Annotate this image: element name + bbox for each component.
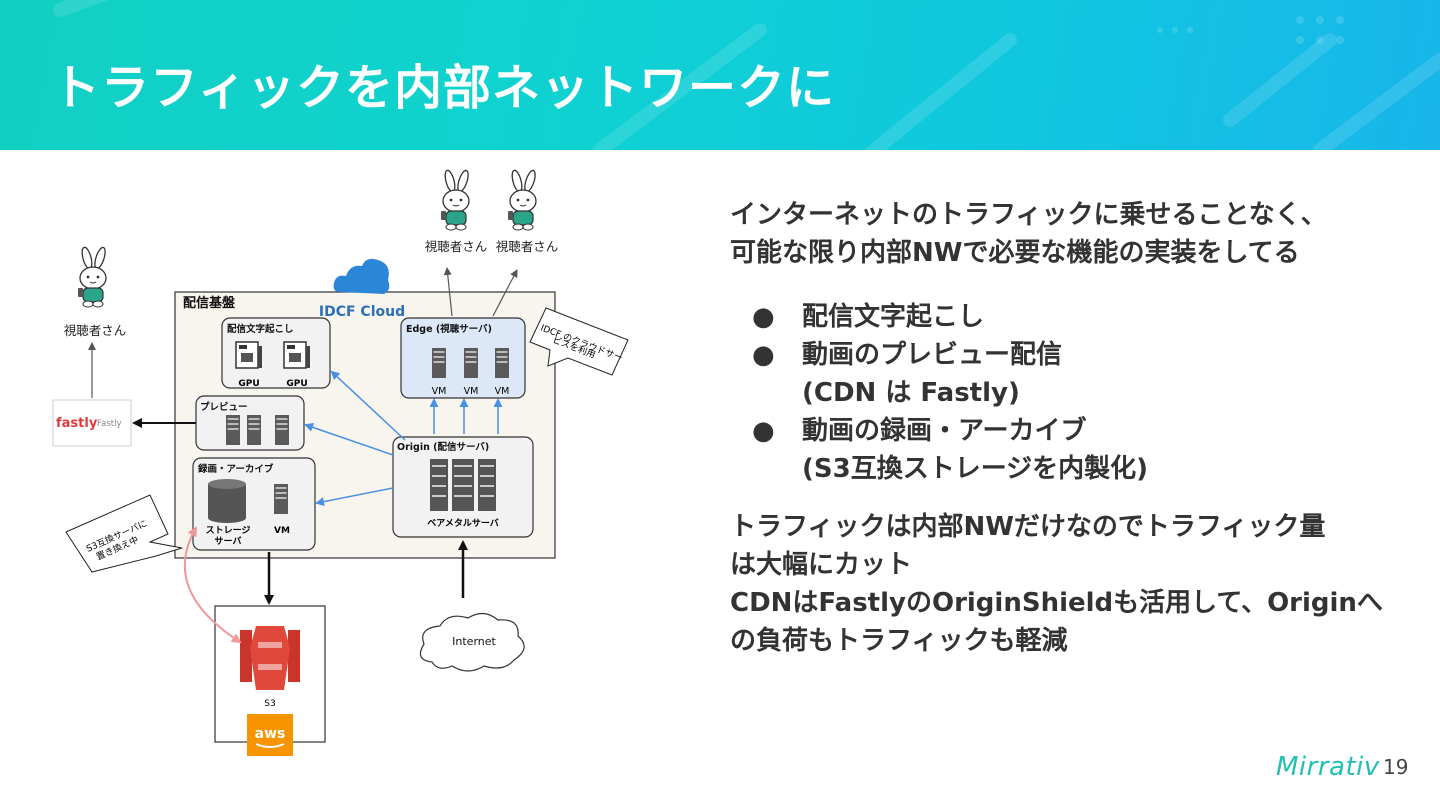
viewer-label-left: 視聴者さん bbox=[64, 323, 127, 338]
preview-server-1 bbox=[226, 415, 240, 445]
title-banner: トラフィックを内部ネットワークに bbox=[0, 0, 1440, 150]
viewer-icon-left bbox=[77, 245, 108, 308]
origin-arrows bbox=[304, 370, 503, 507]
edge-server-1 bbox=[432, 348, 446, 378]
para-line-1: トラフィックは内部NWだけなのでトラフィック量 bbox=[730, 512, 1326, 542]
s3-bucket-icon bbox=[240, 626, 300, 690]
gpu-label-1: GPU bbox=[238, 379, 259, 389]
edge-vm-label-2: VM bbox=[464, 386, 479, 397]
s3-label: S3 bbox=[264, 699, 275, 709]
edge-to-viewer-1 bbox=[443, 267, 453, 317]
lead-text: インターネットのトラフィックに乗せることなく、 可能な限り内部NWで必要な機能の… bbox=[730, 196, 1420, 272]
platform-title: 配信基盤 bbox=[183, 295, 236, 311]
bullet-2-line-1: 動画のプレビュー配信 bbox=[802, 340, 1063, 370]
gpu-label-2: GPU bbox=[286, 379, 307, 389]
content-column: インターネットのトラフィックに乗せることなく、 可能な限り内部NWで必要な機能の… bbox=[730, 196, 1420, 660]
viewer-icon-1 bbox=[440, 168, 471, 231]
viewer-icon-2 bbox=[507, 168, 538, 231]
banner-decoration bbox=[53, 0, 1440, 150]
list-item: ● 配信文字起こし bbox=[730, 298, 1420, 336]
bullet-marker: ● bbox=[752, 416, 775, 446]
cloud-icon bbox=[333, 258, 390, 294]
bullet-3-line-2: (S3互換ストレージを内製化) bbox=[802, 454, 1149, 484]
storage-s3-migration-arrow bbox=[183, 526, 242, 644]
bullet-2-line-2: (CDN は Fastly) bbox=[802, 378, 1020, 408]
storage-label-2: サーバ bbox=[215, 536, 242, 547]
gpu-icon-1 bbox=[235, 341, 263, 369]
architecture-diagram: 視聴者さん 視聴者さん 視聴者さん 配信基盤 IDCF Cloud 配信文字起こ… bbox=[52, 168, 629, 756]
edge-server-2 bbox=[464, 348, 478, 378]
transcription-box bbox=[221, 317, 331, 389]
bullet-marker: ● bbox=[752, 302, 775, 332]
brand-logo: Mirrativ bbox=[1276, 752, 1380, 782]
origin-title: Origin (配信サーバ) bbox=[397, 441, 489, 453]
lead-line-1: インターネットのトラフィックに乗せることなく、 bbox=[730, 200, 1327, 230]
storage-label-1: ストレージ bbox=[206, 525, 251, 536]
edge-server-3 bbox=[495, 348, 509, 378]
fastly-label: Fastly bbox=[97, 419, 121, 429]
summary-paragraph: トラフィックは内部NWだけなのでトラフィック量 は大幅にカット CDNはFast… bbox=[730, 508, 1420, 660]
baremetal-server-icon bbox=[430, 459, 496, 511]
recording-title: 録画・アーカイブ bbox=[198, 463, 274, 475]
baremetal-label: ベアメタルサーバ bbox=[427, 517, 498, 529]
recording-vm-label: VM bbox=[274, 526, 290, 536]
bullet-3-line-1: 動画の録画・アーカイブ bbox=[802, 416, 1087, 446]
list-item: ● 動画のプレビュー配信 (CDN は Fastly) bbox=[730, 336, 1420, 412]
para-line-4: の負荷もトラフィックも軽減 bbox=[730, 626, 1068, 656]
transcription-title: 配信文字起こし bbox=[227, 323, 294, 335]
edge-vm-label-3: VM bbox=[495, 386, 510, 397]
gpu-icon-2 bbox=[283, 341, 311, 369]
para-line-3: CDNはFastlyのOriginShieldも活用して、Originへ bbox=[730, 588, 1383, 618]
list-item: ● 動画の録画・アーカイブ (S3互換ストレージを内製化) bbox=[730, 412, 1420, 488]
internet-label: Internet bbox=[452, 635, 496, 648]
aws-smile-icon bbox=[255, 743, 285, 748]
preview-title: プレビュー bbox=[200, 401, 248, 413]
lead-line-2: 可能な限り内部NWで必要な機能の実装をしてる bbox=[730, 238, 1300, 268]
feature-list: ● 配信文字起こし ● 動画のプレビュー配信 (CDN は Fastly) ● … bbox=[730, 298, 1420, 488]
para-line-2: は大幅にカット bbox=[730, 550, 913, 580]
internet-cloud-icon bbox=[419, 612, 525, 672]
recording-vm-server bbox=[274, 484, 288, 514]
fastly-logo: fastly bbox=[56, 416, 98, 431]
fastly-box bbox=[52, 399, 132, 447]
cloud-brand: IDCF Cloud bbox=[319, 304, 405, 320]
aws-logo bbox=[247, 714, 293, 756]
callout-s3: S3互換サーバに 置き換え中 bbox=[65, 494, 183, 573]
aws-label: aws bbox=[255, 726, 286, 742]
edge-to-viewer-2 bbox=[492, 269, 518, 317]
preview-server-3 bbox=[275, 415, 289, 445]
viewer-label-1: 視聴者さん bbox=[425, 239, 488, 254]
database-icon bbox=[208, 479, 246, 523]
viewer-label-2: 視聴者さん bbox=[496, 239, 559, 254]
bullet-marker: ● bbox=[752, 340, 775, 370]
page-number: 19 bbox=[1383, 755, 1409, 779]
edge-title: Edge (視聴サーバ) bbox=[406, 323, 492, 335]
bullet-1: 配信文字起こし bbox=[802, 302, 985, 332]
preview-server-2 bbox=[247, 415, 261, 445]
edge-vm-label-1: VM bbox=[432, 386, 447, 397]
slide-title: トラフィックを内部ネットワークに bbox=[52, 60, 836, 116]
